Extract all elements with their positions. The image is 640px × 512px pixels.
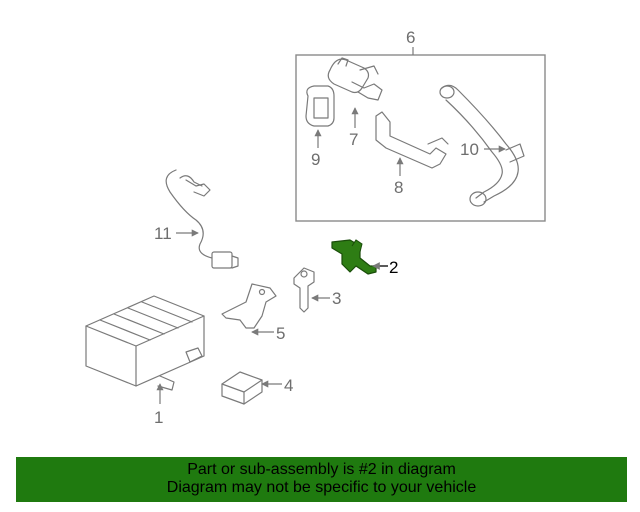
info-banner: Part or sub-assembly is #2 in diagram Di…	[16, 457, 627, 502]
part-1-canister	[85, 295, 205, 391]
callout-5: 5	[276, 324, 285, 343]
part-11-sensor-harness	[165, 169, 239, 269]
part-9-holder	[305, 85, 335, 127]
part-5-bracket	[221, 283, 277, 329]
part-8-bracket	[375, 111, 449, 169]
callout-3: 3	[332, 289, 341, 308]
parts-diagram: 6 7 9 8 10 11	[85, 28, 546, 427]
callout-8: 8	[394, 178, 403, 197]
part-4-block	[221, 371, 263, 405]
callout-11: 11	[154, 224, 172, 243]
callout-10: 10	[460, 140, 479, 159]
sub-assembly-box	[295, 54, 546, 222]
callout-4: 4	[284, 376, 293, 395]
part-2-highlighted	[331, 239, 377, 275]
callout-2: 2	[389, 258, 398, 277]
part-7-valve	[327, 57, 383, 101]
banner-line-1: Part or sub-assembly is #2 in diagram	[187, 461, 456, 478]
part-3-bracket	[293, 267, 315, 313]
callout-9: 9	[311, 150, 320, 169]
callout-7: 7	[349, 130, 358, 149]
callout-6: 6	[406, 28, 415, 47]
part-10-hose	[439, 84, 525, 207]
banner-line-2: Diagram may not be specific to your vehi…	[166, 479, 477, 496]
callout-1: 1	[154, 408, 163, 427]
